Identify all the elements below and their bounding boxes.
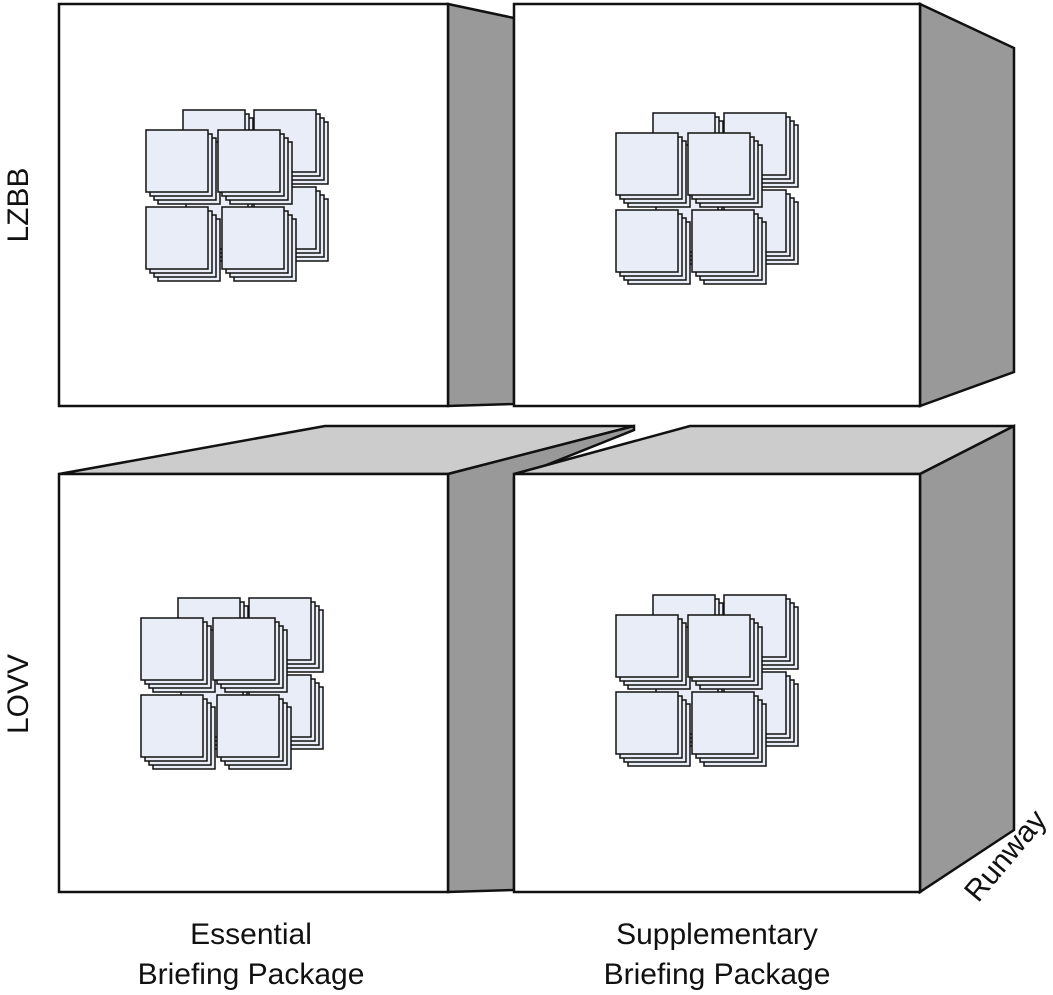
stacked-page-tile [687, 614, 751, 678]
tile-cluster-lzbb-essential [145, 109, 329, 282]
stacked-page-tile [221, 206, 285, 270]
stacked-page-tile [615, 132, 679, 196]
stacked-page-tile [145, 129, 209, 193]
stacked-page-tile [212, 617, 276, 681]
stacked-page-tile [145, 206, 209, 270]
tile-cluster-lzbb-supplementary [615, 112, 799, 285]
column-label-essential-line1: Essential [190, 918, 312, 951]
tile-cluster-lovv-supplementary [615, 594, 799, 767]
cube-side-face-lzbb-supplementary [918, 2, 1016, 408]
stacked-page-tile [691, 691, 755, 755]
tile-cluster-lovv-essential [140, 597, 324, 770]
column-label-supplementary-line2: Briefing Package [604, 958, 831, 991]
stacked-page-tile [687, 132, 751, 196]
stacked-page-tile [691, 209, 755, 273]
stacked-page-tile [216, 694, 280, 758]
row-label-lovv: LOVV [2, 654, 35, 734]
stacked-page-tile [615, 691, 679, 755]
stacked-page-tile [615, 614, 679, 678]
stacked-page-tile [140, 694, 204, 758]
cube-side-face-lovv-supplementary [918, 423, 1016, 895]
column-label-supplementary-line1: Supplementary [616, 918, 818, 951]
stacked-page-tile [140, 617, 204, 681]
column-label-essential-line2: Briefing Package [138, 958, 365, 991]
row-label-lzbb: LZBB [2, 167, 35, 242]
stacked-page-tile [615, 209, 679, 273]
cube-side-face-lzbb-essential [446, 2, 516, 408]
stacked-page-tile [217, 129, 281, 193]
